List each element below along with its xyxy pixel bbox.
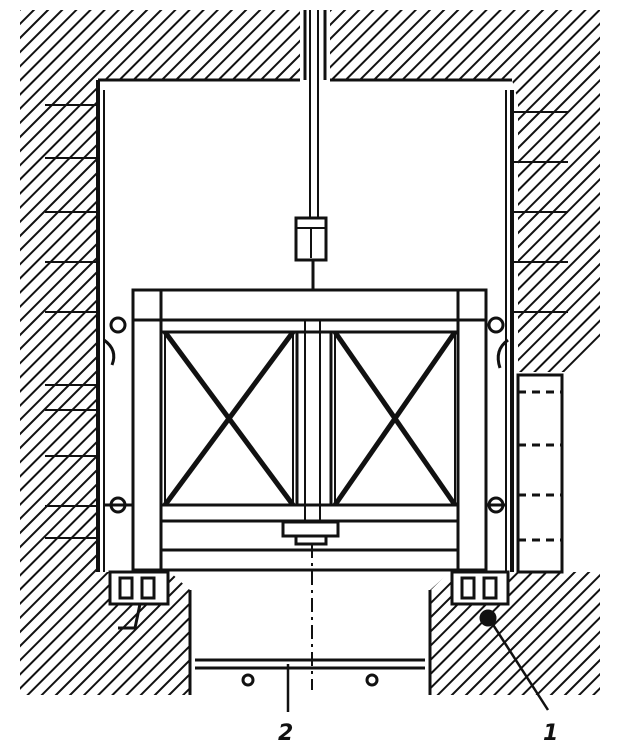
callout-1-leader bbox=[488, 619, 550, 711]
right-guide-shoes bbox=[486, 316, 509, 514]
left-shaft-wall bbox=[20, 10, 300, 572]
guide-rails bbox=[96, 78, 514, 572]
hoist-rope bbox=[303, 10, 327, 290]
left-wall-anchors bbox=[45, 104, 98, 539]
center-bracket bbox=[281, 520, 340, 546]
cage-top-beam bbox=[131, 288, 488, 322]
callout-label-1: 1 bbox=[543, 721, 558, 746]
right-bottom-stop bbox=[450, 570, 510, 627]
cage-right-post bbox=[456, 288, 488, 572]
right-wall-anchors bbox=[512, 111, 568, 313]
right-shaft-wall bbox=[330, 10, 600, 372]
cage-bottom-beam bbox=[159, 503, 460, 523]
left-guide-shoes bbox=[103, 316, 133, 514]
cage-left-post bbox=[131, 288, 163, 572]
pit bbox=[188, 590, 432, 695]
callout-label-2: 2 bbox=[278, 721, 293, 746]
left-bottom-stop bbox=[108, 570, 170, 630]
right-side-frame bbox=[516, 373, 564, 574]
